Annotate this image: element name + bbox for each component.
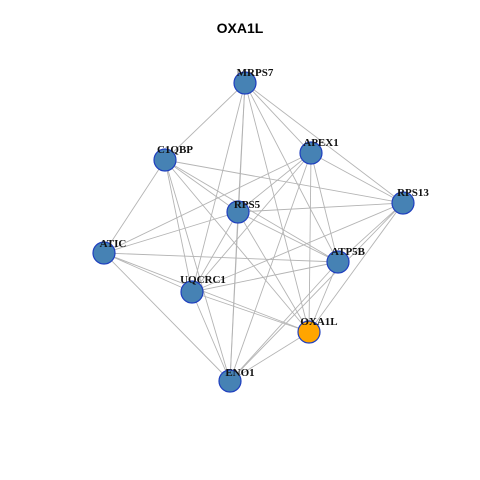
node-label-c1qbp: C1QBP: [157, 144, 193, 156]
edge-uqcrc1-eno1: [191, 291, 231, 382]
edge-atp5b-eno1: [229, 261, 339, 382]
edge-apex1-rps13: [310, 152, 404, 204]
node-uqcrc1[interactable]: [180, 280, 204, 304]
node-layer: [92, 71, 415, 393]
edge-uqcrc1-oxa1l: [191, 291, 310, 333]
node-oxa1l[interactable]: [297, 320, 321, 344]
node-eno1[interactable]: [218, 369, 242, 393]
edge-rps5-uqcrc1: [191, 211, 239, 293]
edge-rps5-atp5b: [237, 211, 339, 263]
edge-c1qbp-oxa1l: [164, 159, 310, 333]
node-label-oxa1l: OXA1L: [300, 316, 337, 328]
node-label-eno1: ENO1: [225, 367, 254, 379]
node-label-rps5: RPS5: [234, 199, 261, 211]
edge-atic-oxa1l: [103, 252, 310, 333]
node-atic[interactable]: [92, 241, 116, 265]
node-c1qbp[interactable]: [153, 148, 177, 172]
edge-rps13-uqcrc1: [191, 202, 404, 293]
edge-apex1-rps5: [237, 152, 312, 213]
edge-mrps7-atp5b: [244, 82, 339, 263]
edge-atic-atp5b: [103, 252, 339, 263]
edge-layer: [103, 82, 404, 382]
edge-atp5b-uqcrc1: [191, 261, 339, 293]
edge-atic-uqcrc1: [103, 252, 193, 293]
node-label-atp5b: ATP5B: [331, 246, 366, 258]
edge-c1qbp-uqcrc1: [164, 159, 193, 293]
edge-rps13-eno1: [229, 202, 404, 382]
edge-rps13-atp5b: [337, 202, 404, 263]
node-label-rps13: RPS13: [397, 187, 429, 199]
figure-title: OXA1L: [216, 20, 264, 36]
edge-rps5-eno1: [229, 211, 239, 382]
edge-rps5-atic: [103, 211, 239, 254]
node-label-mrps7: MRPS7: [237, 67, 274, 79]
edge-rps13-oxa1l: [308, 202, 404, 333]
edge-rps13-rps5: [237, 202, 404, 213]
node-mrps7[interactable]: [233, 71, 257, 95]
edge-c1qbp-rps5: [164, 159, 239, 213]
edge-c1qbp-rps13: [164, 159, 404, 204]
edge-atic-eno1: [103, 252, 231, 382]
edge-oxa1l-eno1: [229, 331, 310, 382]
edge-c1qbp-atic: [103, 159, 166, 254]
edge-mrps7-apex1: [244, 82, 312, 154]
edge-mrps7-c1qbp: [164, 82, 246, 161]
node-label-atic: ATIC: [100, 238, 127, 250]
node-label-uqcrc1: UQCRC1: [180, 274, 226, 286]
edge-apex1-atic: [103, 152, 312, 254]
edge-atp5b-oxa1l: [308, 261, 339, 333]
node-rps5[interactable]: [226, 200, 250, 224]
edge-mrps7-oxa1l: [244, 82, 310, 333]
edge-mrps7-rps13: [244, 82, 404, 204]
node-atp5b[interactable]: [326, 250, 350, 274]
edge-rps5-oxa1l: [237, 211, 310, 333]
node-rps13[interactable]: [391, 191, 415, 215]
node-apex1[interactable]: [299, 141, 323, 165]
node-label-apex1: APEX1: [303, 137, 338, 149]
edge-c1qbp-eno1: [164, 159, 231, 382]
edge-apex1-uqcrc1: [191, 152, 312, 293]
